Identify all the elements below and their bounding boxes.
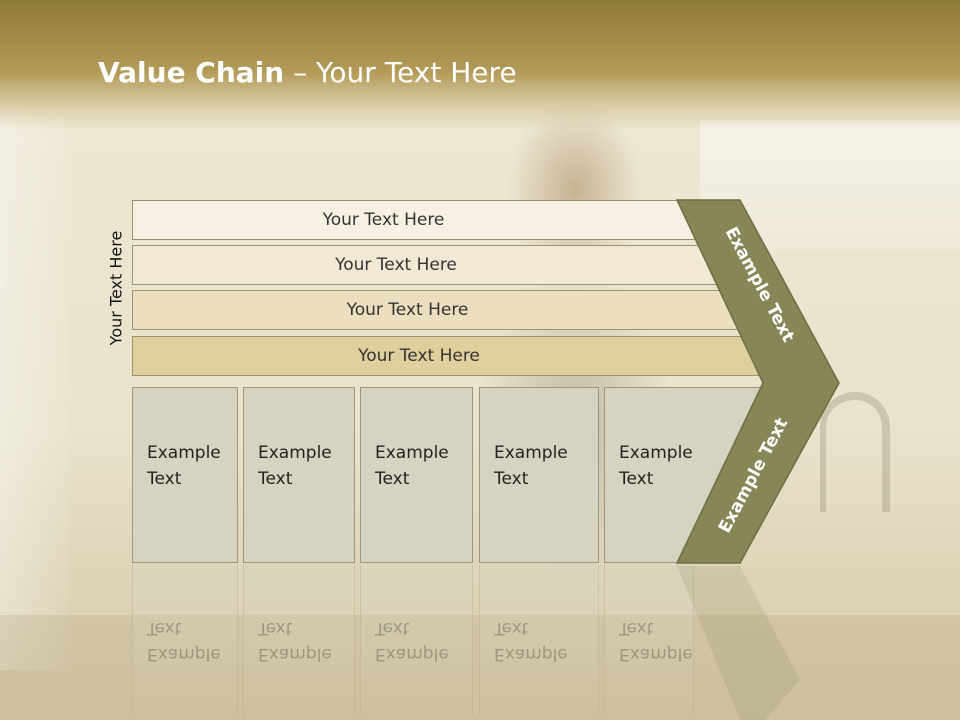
value-row-3[interactable]: Your Text Here <box>132 290 743 330</box>
chevron-reflection <box>677 566 800 720</box>
activity-box-line: Text <box>375 469 410 489</box>
activity-box-4[interactable]: Example Text <box>479 387 599 563</box>
activity-box-line: Text <box>494 469 529 489</box>
value-row-label: Your Text Here <box>346 300 469 320</box>
background-counter <box>0 615 960 720</box>
value-row-label: Your Text Here <box>335 255 457 275</box>
activity-box-line: Example <box>147 443 221 463</box>
activity-box-3[interactable]: Example Text <box>360 387 473 563</box>
background-faucet <box>820 392 890 512</box>
activity-box-line: Text <box>619 469 654 489</box>
activity-box-line: Text <box>258 469 293 489</box>
activity-box-2[interactable]: Example Text <box>243 387 355 563</box>
slide-title[interactable]: Value Chain – Your Text Here <box>98 56 517 96</box>
value-row-label: Your Text Here <box>322 210 445 230</box>
slide-title-bold: Value Chain <box>98 56 285 89</box>
slide-title-rest: – Your Text Here <box>284 56 517 89</box>
activity-box-line: Example <box>494 443 568 463</box>
header-band <box>0 0 960 130</box>
activity-box-1[interactable]: Example Text <box>132 387 238 563</box>
activity-box-line: Example <box>619 443 693 463</box>
chevron-shape <box>675 199 840 564</box>
value-row-label: Your Text Here <box>358 346 480 366</box>
value-row-2[interactable]: Your Text Here <box>132 245 720 285</box>
activity-box-line: Example <box>258 443 332 463</box>
value-row-1[interactable]: Your Text Here <box>132 200 695 240</box>
value-row-4[interactable]: Your Text Here <box>132 336 766 376</box>
activity-box-line: Text <box>147 469 182 489</box>
background-cabinet-left <box>0 110 70 670</box>
activity-box-line: Example <box>375 443 449 463</box>
